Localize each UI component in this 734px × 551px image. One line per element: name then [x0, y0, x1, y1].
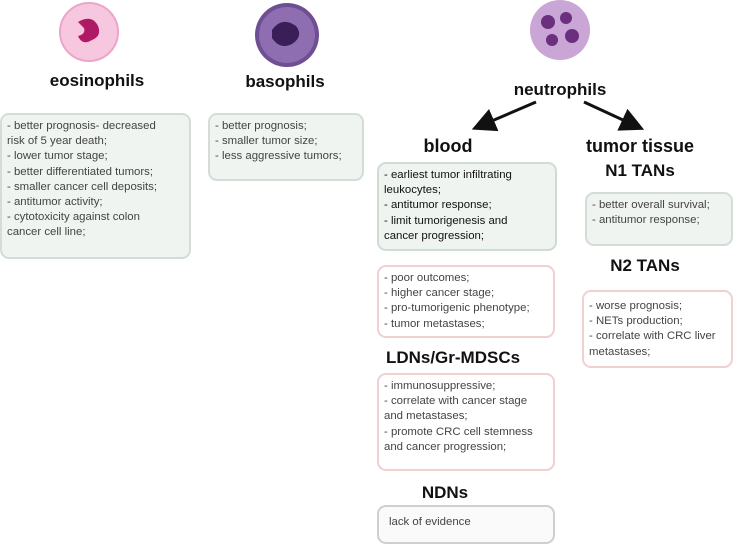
- box-line: - cytotoxicity against colon: [7, 211, 140, 224]
- blood-green-box: - earliest tumor infiltrating leukocytes;…: [377, 162, 557, 251]
- title-basophils: basophils: [245, 72, 325, 91]
- box-line: and cancer progression;: [384, 440, 507, 453]
- box-line: - promote CRC cell stemness: [384, 425, 533, 438]
- title-n1-tans: N1 TANs: [605, 161, 675, 180]
- box-line: - better prognosis;: [215, 120, 307, 132]
- box-line: risk of 5 year death;: [7, 135, 108, 148]
- box-line: - pro-tumorigenic phenotype;: [384, 302, 530, 315]
- arrow-to-tumor-tissue: [583, 100, 645, 131]
- title-tumor-tissue: tumor tissue: [585, 136, 695, 156]
- box-line: - better overall survival;: [592, 199, 710, 211]
- neutrophil-icon: [530, 0, 590, 60]
- box-line: - less aggressive tumors;: [215, 150, 342, 163]
- title-ndns: NDNs: [421, 483, 469, 502]
- arrow-to-blood: [471, 100, 537, 132]
- box-line: cancer progression;: [384, 229, 485, 242]
- title-n2-tans: N2 TANs: [610, 256, 680, 275]
- box-line: - tumor metastases;: [384, 317, 485, 330]
- box-line: - higher cancer stage;: [384, 287, 495, 300]
- box-line: - correlate with CRC liver: [589, 330, 716, 343]
- box-line: - NETs production;: [589, 315, 683, 328]
- box-line: and metastases;: [384, 410, 468, 423]
- box-line: - smaller cancer cell deposits;: [7, 180, 158, 193]
- box-line: - better differentiated tumors;: [7, 165, 154, 178]
- box-line: - lower tumor stage;: [7, 150, 108, 163]
- box-line: - antitumor response;: [592, 214, 700, 227]
- title-neutrophils: neutrophils: [513, 80, 607, 99]
- n1-box: - better overall survival; - antitumor re…: [585, 192, 733, 246]
- box-line: leukocytes;: [384, 184, 441, 197]
- box-line: - better prognosis- decreased: [7, 120, 156, 132]
- box-line: lack of evidence: [389, 516, 471, 528]
- title-blood: blood: [423, 136, 473, 156]
- box-line: metastases;: [589, 345, 651, 358]
- box-line: - correlate with cancer stage: [384, 395, 528, 408]
- eosinophils-box: - better prognosis- decreased risk of 5 y…: [0, 113, 191, 259]
- box-line: cancer cell line;: [7, 226, 86, 239]
- box-line: - poor outcomes;: [384, 272, 470, 284]
- eosinophil-icon: [59, 2, 119, 62]
- title-ldns: LDNs/Gr-MDSCs: [385, 348, 521, 367]
- basophil-icon: [255, 3, 319, 67]
- box-line: - earliest tumor infiltrating: [384, 169, 512, 181]
- box-line: - smaller tumor size;: [215, 135, 318, 148]
- box-line: - antitumor activity;: [7, 196, 103, 209]
- blood-pink-box: - poor outcomes; - higher cancer stage; - …: [377, 265, 555, 338]
- basophils-box: - better prognosis; - smaller tumor size;…: [208, 113, 364, 181]
- box-line: - worse prognosis;: [589, 300, 683, 312]
- box-line: - antitumor response;: [384, 199, 492, 212]
- box-line: - immunosuppressive;: [384, 380, 496, 392]
- title-eosinophils: eosinophils: [49, 71, 145, 90]
- box-line: - limit tumorigenesis and: [384, 214, 508, 227]
- ndn-box: lack of evidence: [377, 505, 555, 544]
- ldn-box: - immunosuppressive; - correlate with can…: [377, 373, 555, 471]
- n2-box: - worse prognosis; - NETs production; - co…: [582, 290, 733, 368]
